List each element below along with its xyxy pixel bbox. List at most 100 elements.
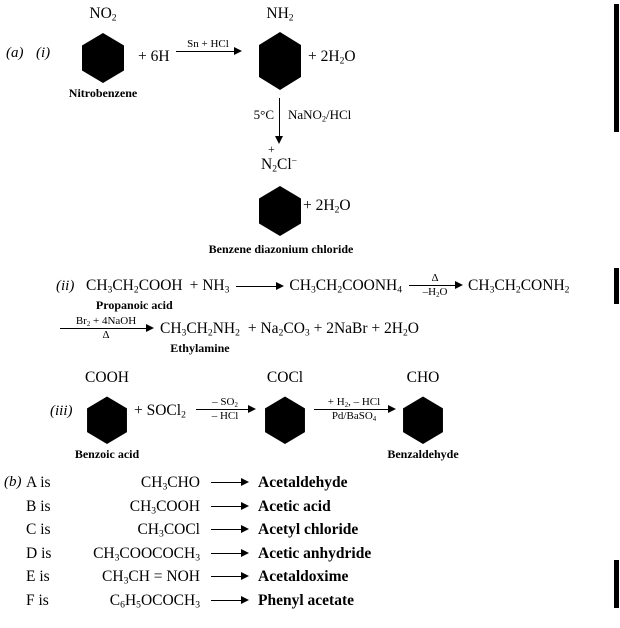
arrow-below-minus-water: –H2O <box>422 286 448 299</box>
nitrobenzene-structure: NO2 Nitrobenzene <box>69 4 137 100</box>
row-id: E is <box>26 568 50 585</box>
part-ii-label: (ii) <box>56 278 75 294</box>
row-name: Acetaldoxime <box>258 568 349 585</box>
maps-to-arrow <box>206 542 252 566</box>
cooh-group-label: COOH <box>85 369 129 386</box>
nitro-group-label: NO2 <box>89 5 117 24</box>
part-a-label: (a) <box>6 45 24 61</box>
maps-to-arrow <box>206 471 252 495</box>
ethylamine-formula: CH3CH2NH2 <box>160 320 240 339</box>
reaction-arrow-rosenmund: + H2, – HCl Pd/BaSO4 <box>314 396 396 423</box>
reaction-arrow-icon <box>176 47 242 56</box>
reaction-arrow-icon <box>236 282 285 291</box>
reaction-arrow-delta: Δ –H2O <box>409 272 464 299</box>
benzoic-acid-name: Benzoic acid <box>74 447 140 461</box>
condition-reagent-label: NaNO2/HCl <box>288 107 352 124</box>
plus-ammonia-label: + NH3 <box>189 277 230 296</box>
reaction-arrow-icon <box>60 324 154 333</box>
ethylamine-block: CH3CH2NH2 Ethylamine <box>160 319 240 355</box>
condition-temp-label: 5°C <box>253 107 274 122</box>
row-formula: CH3COOH <box>129 497 200 517</box>
scan-artifact <box>614 268 619 304</box>
propanoic-reaction-line1: CH3CH2COOH Propanoic acid + NH3 CH3CH2CO… <box>86 272 570 312</box>
scan-artifact <box>614 4 619 132</box>
aniline-structure: NH2 <box>256 4 304 98</box>
reaction-arrow-so2-hcl: – SO2 – HCl <box>196 396 256 423</box>
reaction-arrow-icon <box>211 478 249 487</box>
row-formula: CH3CHO <box>140 474 200 493</box>
row-name: Acetic acid <box>258 497 331 515</box>
arrow-above-minus-so2: – SO2 <box>212 396 238 409</box>
benzoyl-chloride-structure: COCl <box>260 368 310 445</box>
ammonium-salt-formula: CH3CH2COONH4 <box>289 277 403 296</box>
reaction-arrow-hofmann: Br2 + 4NaOH Δ <box>60 315 154 342</box>
plus-2h2o-second-label: + 2H2O <box>303 197 351 216</box>
benzene-ring-icon <box>80 24 126 84</box>
down-reaction-arrow-icon <box>275 98 284 144</box>
benzene-ring-icon <box>401 388 445 445</box>
para-benzene-ring-icon <box>256 24 304 98</box>
benzaldehyde-name: Benzaldehyde <box>387 447 459 461</box>
maps-to-arrow <box>206 495 252 519</box>
part-b-label: (b) <box>4 474 22 490</box>
reaction-arrow-sn-hcl: Sn + HCl <box>176 38 242 56</box>
row-name: Phenyl acetate <box>258 591 354 609</box>
compound-list: A is CH3CHO Acetaldehyde B is CH3COOH Ac… <box>26 471 371 612</box>
arrow-above-br2-naoh: Br2 + 4NaOH <box>75 315 137 328</box>
arrow-above-delta: Δ <box>431 272 439 284</box>
reaction-arrow-icon <box>211 572 249 581</box>
arrow-below-pd-baso4: Pd/BaSO4 <box>331 410 377 423</box>
row-formula: CH3COOCOCH3 <box>93 544 200 564</box>
scan-artifact <box>614 560 619 608</box>
row-formula: CH3CH = NOH <box>102 568 200 587</box>
cocl-group-label: COCl <box>266 369 304 386</box>
reaction-arrow-icon <box>409 281 464 290</box>
row-id: C is <box>26 521 51 538</box>
reaction-arrow-icon <box>211 548 249 557</box>
maps-to-arrow <box>206 589 252 613</box>
reaction-arrow-icon <box>314 405 396 414</box>
byproducts-label: + Na2CO3 + 2NaBr + 2H2O <box>247 320 419 339</box>
row-name: Acetyl chloride <box>258 521 359 538</box>
arrow-reagent-label: Sn + HCl <box>187 38 229 50</box>
plus-2h2o-first-label: + 2H2O <box>308 48 356 67</box>
benzoic-acid-structure: COOH Benzoic acid <box>75 368 139 461</box>
propanamide-formula: CH3CH2CONH2 <box>468 277 570 296</box>
arrow-below-minus-hcl: – HCl <box>211 410 239 422</box>
row-id: B is <box>26 497 51 515</box>
arrow-above-h2-hcl: + H2, – HCl <box>327 396 381 409</box>
part-iii-label: (iii) <box>50 403 73 419</box>
diazonium-plus-charge: + <box>268 142 275 156</box>
maps-to-arrow <box>206 518 252 542</box>
row-id: D is <box>26 544 52 562</box>
diazonium-group-label: N2Cl− <box>261 156 298 175</box>
row-name: Acetaldehyde <box>258 474 348 491</box>
row-name: Acetic anhydride <box>258 544 372 562</box>
reaction-arrow-icon <box>211 595 249 604</box>
reaction-arrow-icon <box>211 525 249 534</box>
propanoic-acid-formula: CH3CH2COOH <box>86 277 183 296</box>
maps-to-arrow <box>206 565 252 589</box>
benzene-ring-icon <box>85 388 129 445</box>
reaction-arrow-icon <box>211 501 249 510</box>
propanoic-acid-name: Propanoic acid <box>95 298 173 312</box>
diazonium-name: Benzene diazonium chloride <box>208 242 354 256</box>
row-formula: CH3COCl <box>137 521 200 540</box>
propanoic-reaction-line2: Br2 + 4NaOH Δ CH3CH2NH2 Ethylamine + Na2… <box>60 315 419 355</box>
benzene-ring-icon <box>263 388 307 445</box>
part-i-label: (i) <box>36 45 51 61</box>
nitrobenzene-name: Nitrobenzene <box>68 86 138 100</box>
row-id: F is <box>26 591 49 609</box>
arrow-below-delta: Δ <box>102 329 110 341</box>
plus-socl2-label: + SOCl2 <box>134 402 186 421</box>
row-formula: C6H5OCOCH3 <box>109 591 200 611</box>
benzene-ring-icon <box>257 177 303 237</box>
propanoic-acid-block: CH3CH2COOH Propanoic acid <box>86 276 183 312</box>
ethylamine-name: Ethylamine <box>170 341 230 355</box>
amine-group-label: NH2 <box>266 5 294 24</box>
benzaldehyde-structure: CHO Benzaldehyde <box>387 368 458 461</box>
plus-6h-label: + 6H <box>138 48 170 65</box>
cho-group-label: CHO <box>406 369 440 386</box>
row-id: A is <box>26 474 51 491</box>
